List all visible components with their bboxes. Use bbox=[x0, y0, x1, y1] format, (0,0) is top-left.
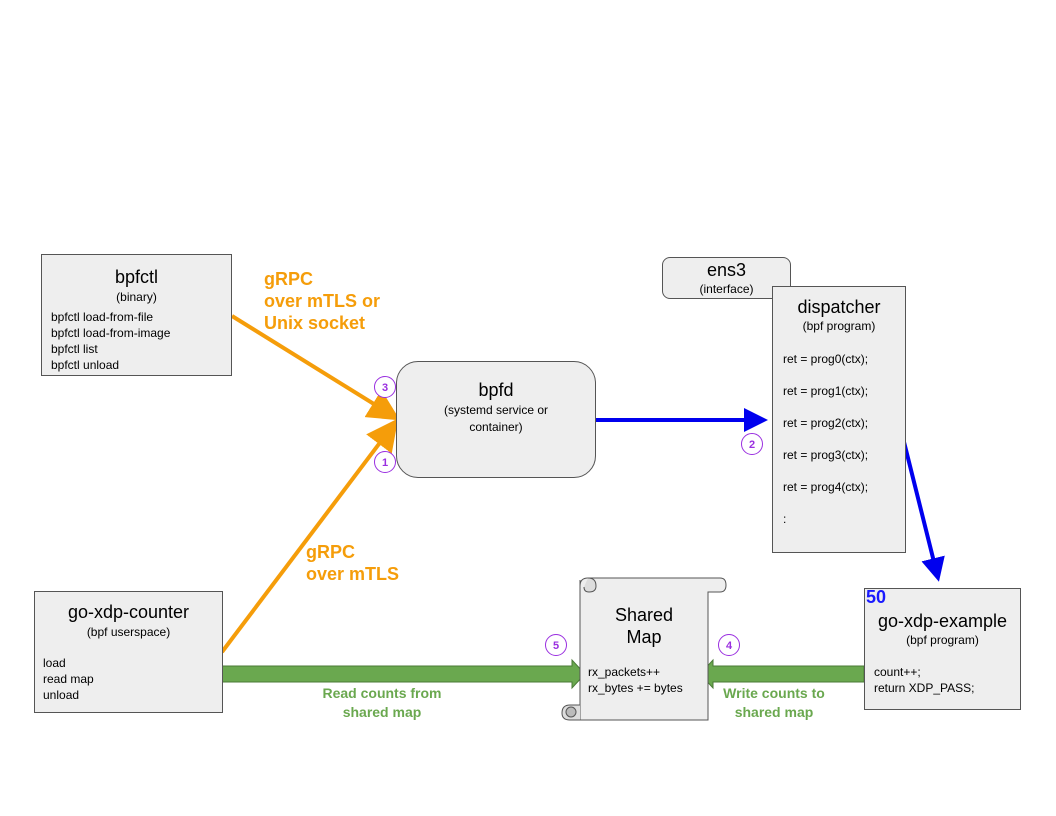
ens3-title: ens3 bbox=[706, 260, 747, 280]
read-counts-label-2: shared map bbox=[342, 704, 422, 720]
bpfctl-subtitle: (binary) bbox=[116, 290, 157, 304]
bpfd-box: bpfd (systemd service or container) bbox=[396, 361, 596, 478]
grpc-arrow-bpfctl bbox=[230, 314, 401, 421]
dispatcher-line: ret = prog4(ctx); bbox=[783, 480, 869, 494]
example-subtitle: (bpf program) bbox=[906, 633, 979, 647]
go-xdp-example-box: go-xdp-example (bpf program) count++; re… bbox=[864, 588, 1021, 710]
write-counts-label-1: Write counts to bbox=[723, 685, 825, 701]
grpc-bottom-label-1: gRPC bbox=[306, 542, 355, 562]
counter-line: load bbox=[43, 656, 66, 670]
shared-map-line: rx_packets++ bbox=[588, 665, 661, 679]
bpfd-title: bpfd bbox=[478, 380, 514, 400]
read-counts-arrow bbox=[212, 658, 586, 690]
dispatcher-title: dispatcher bbox=[797, 297, 881, 317]
shared-map-title-1: Shared bbox=[614, 605, 674, 625]
example-title: go-xdp-example bbox=[877, 611, 1008, 631]
read-counts-label-1: Read counts from bbox=[322, 685, 442, 701]
grpc-top-label-1: gRPC bbox=[264, 269, 313, 289]
dispatcher-line: ret = prog1(ctx); bbox=[783, 384, 869, 398]
step-5-marker: 5 bbox=[545, 634, 567, 656]
bpfd-subtitle-1: (systemd service or bbox=[443, 403, 549, 417]
bpfd-subtitle-2: container) bbox=[469, 420, 523, 434]
dispatcher-line: ret = prog0(ctx); bbox=[783, 352, 869, 366]
grpc-arrow-counter bbox=[220, 418, 399, 654]
grpc-bottom-label-2: over mTLS bbox=[306, 564, 400, 584]
step-3-marker: 3 bbox=[374, 376, 396, 398]
step-1-marker: 1 bbox=[374, 451, 396, 473]
counter-line: unload bbox=[43, 688, 80, 702]
go-xdp-counter-box: go-xdp-counter (bpf userspace) load read… bbox=[34, 591, 223, 713]
shared-map-line: rx_bytes += bytes bbox=[588, 681, 683, 695]
example-badge: 50 bbox=[866, 587, 887, 607]
dispatcher-subtitle: (bpf program) bbox=[802, 319, 876, 333]
dispatcher-line: ret = prog3(ctx); bbox=[783, 448, 869, 462]
write-counts-label-2: shared map bbox=[734, 704, 814, 720]
example-line: count++; bbox=[874, 665, 921, 679]
bpfctl-box: bpfctl (binary) bpfctl load-from-file bp… bbox=[41, 254, 232, 376]
counter-line: read map bbox=[43, 672, 94, 686]
grpc-top-label-3: Unix socket bbox=[264, 313, 366, 333]
bpfctl-command: bpfctl load-from-file bbox=[51, 310, 154, 324]
ens3-interface-box: ens3 (interface) bbox=[662, 257, 791, 299]
example-line: return XDP_PASS; bbox=[874, 681, 975, 695]
counter-title: go-xdp-counter bbox=[67, 602, 190, 622]
step-2-marker: 2 bbox=[741, 433, 763, 455]
shared-map-title-2: Map bbox=[626, 627, 662, 647]
dispatcher-line: ret = prog2(ctx); bbox=[783, 416, 869, 430]
dispatcher-line: : bbox=[783, 512, 787, 526]
bpfctl-title: bpfctl bbox=[114, 267, 159, 287]
bpfctl-command: bpfctl unload bbox=[51, 358, 120, 372]
step-4-marker: 4 bbox=[718, 634, 740, 656]
counter-subtitle: (bpf userspace) bbox=[86, 625, 171, 639]
shared-map-scroll bbox=[561, 577, 727, 721]
dispatcher-box: dispatcher (bpf program) ret = prog0(ctx… bbox=[772, 286, 906, 553]
bpfctl-command: bpfctl load-from-image bbox=[51, 326, 171, 340]
ens3-subtitle: (interface) bbox=[699, 282, 754, 296]
grpc-top-label-2: over mTLS or bbox=[264, 291, 381, 311]
bpfctl-command: bpfctl list bbox=[51, 342, 98, 356]
